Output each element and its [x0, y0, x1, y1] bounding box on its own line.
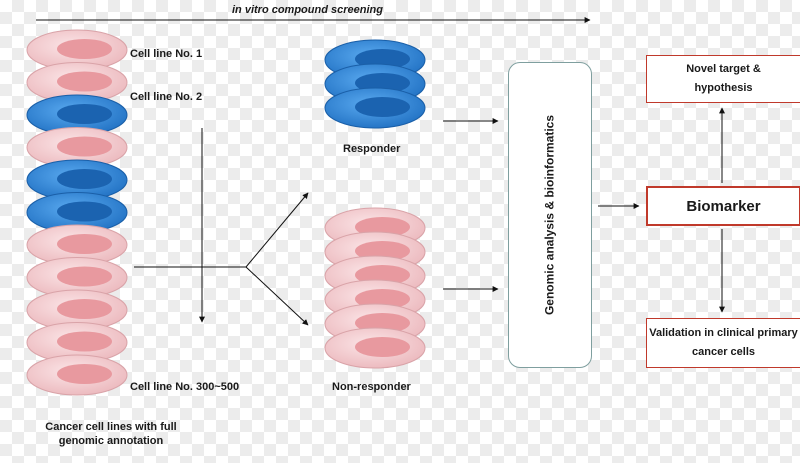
- cell-3: [26, 94, 128, 136]
- cell-line-2-label: Cell line No. 2: [130, 91, 203, 103]
- cell-11: [26, 354, 128, 396]
- validation-box: Validation in clinical primary cancer ce…: [646, 318, 800, 368]
- cancer-cell-lines-caption: Cancer cell lines with full genomic anno…: [45, 421, 177, 447]
- genomic-analysis-box: [508, 62, 592, 368]
- biomarker-label: Biomarker: [686, 197, 761, 215]
- cell-1: [26, 29, 128, 71]
- split-arrow-up: [245, 192, 309, 268]
- cell-stack-non-responder: [324, 207, 426, 369]
- cell-2: [26, 62, 128, 103]
- biomarker-box: Biomarker: [646, 186, 800, 226]
- responder-label: Responder: [343, 143, 401, 155]
- cell-line-last-label: Cell line No. 300~500: [130, 381, 240, 393]
- cell-4: [26, 127, 128, 168]
- cell-8: [26, 257, 128, 298]
- cell-stack-responder: [324, 39, 426, 129]
- screening-label: in vitro compound screening: [232, 4, 383, 16]
- novel-target-label: Novel target & hypothesis: [686, 63, 761, 94]
- non-responder-cell-6: [324, 327, 426, 369]
- cell-9: [26, 289, 128, 331]
- non-responder-label: Non-responder: [332, 381, 411, 393]
- responder-cell-3: [324, 87, 426, 129]
- cell-line-1-label: Cell line No. 1: [130, 48, 203, 60]
- cell-6: [26, 192, 128, 233]
- cell-10: [26, 322, 128, 363]
- novel-target-box: Novel target & hypothesis: [646, 55, 800, 103]
- cell-5: [26, 159, 128, 201]
- genomic-analysis-label: Genomic analysis & bioinformatics: [542, 114, 557, 316]
- cell-stack-all-lines: [26, 29, 128, 396]
- split-arrow-down: [245, 266, 309, 326]
- validation-label: Validation in clinical primary cancer ce…: [649, 327, 798, 358]
